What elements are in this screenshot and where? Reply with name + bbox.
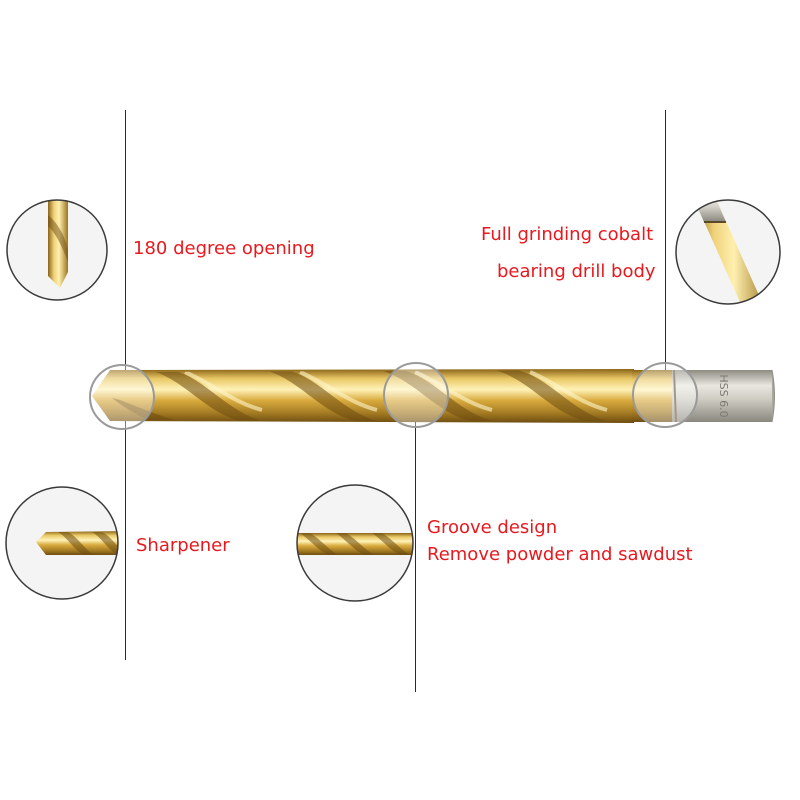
label-180-degree-opening: 180 degree opening — [133, 238, 315, 259]
magnifier-ring-shank — [632, 362, 698, 428]
drill-shank — [632, 369, 775, 423]
label-sharpener: Sharpener — [136, 535, 230, 556]
leader-line-middle — [415, 395, 416, 692]
zoom-circle-groove — [296, 484, 414, 602]
zoom-circle-tip-opening — [6, 199, 108, 301]
shank-marking: HSS 6.0 — [717, 374, 730, 417]
leader-line-right — [665, 110, 666, 400]
label-groove-design: Groove design — [427, 517, 558, 538]
label-full-grinding-cobalt: Full grinding cobalt — [481, 224, 654, 245]
magnifier-ring-groove — [383, 362, 449, 428]
zoom-circle-sharpener — [5, 486, 119, 600]
zoom-circle-ground-body — [675, 199, 781, 305]
label-remove-powder: Remove powder and sawdust — [427, 544, 693, 565]
magnifier-ring-tip — [89, 364, 155, 430]
label-bearing-drill-body: bearing drill body — [497, 261, 656, 282]
drill-body — [92, 369, 634, 423]
